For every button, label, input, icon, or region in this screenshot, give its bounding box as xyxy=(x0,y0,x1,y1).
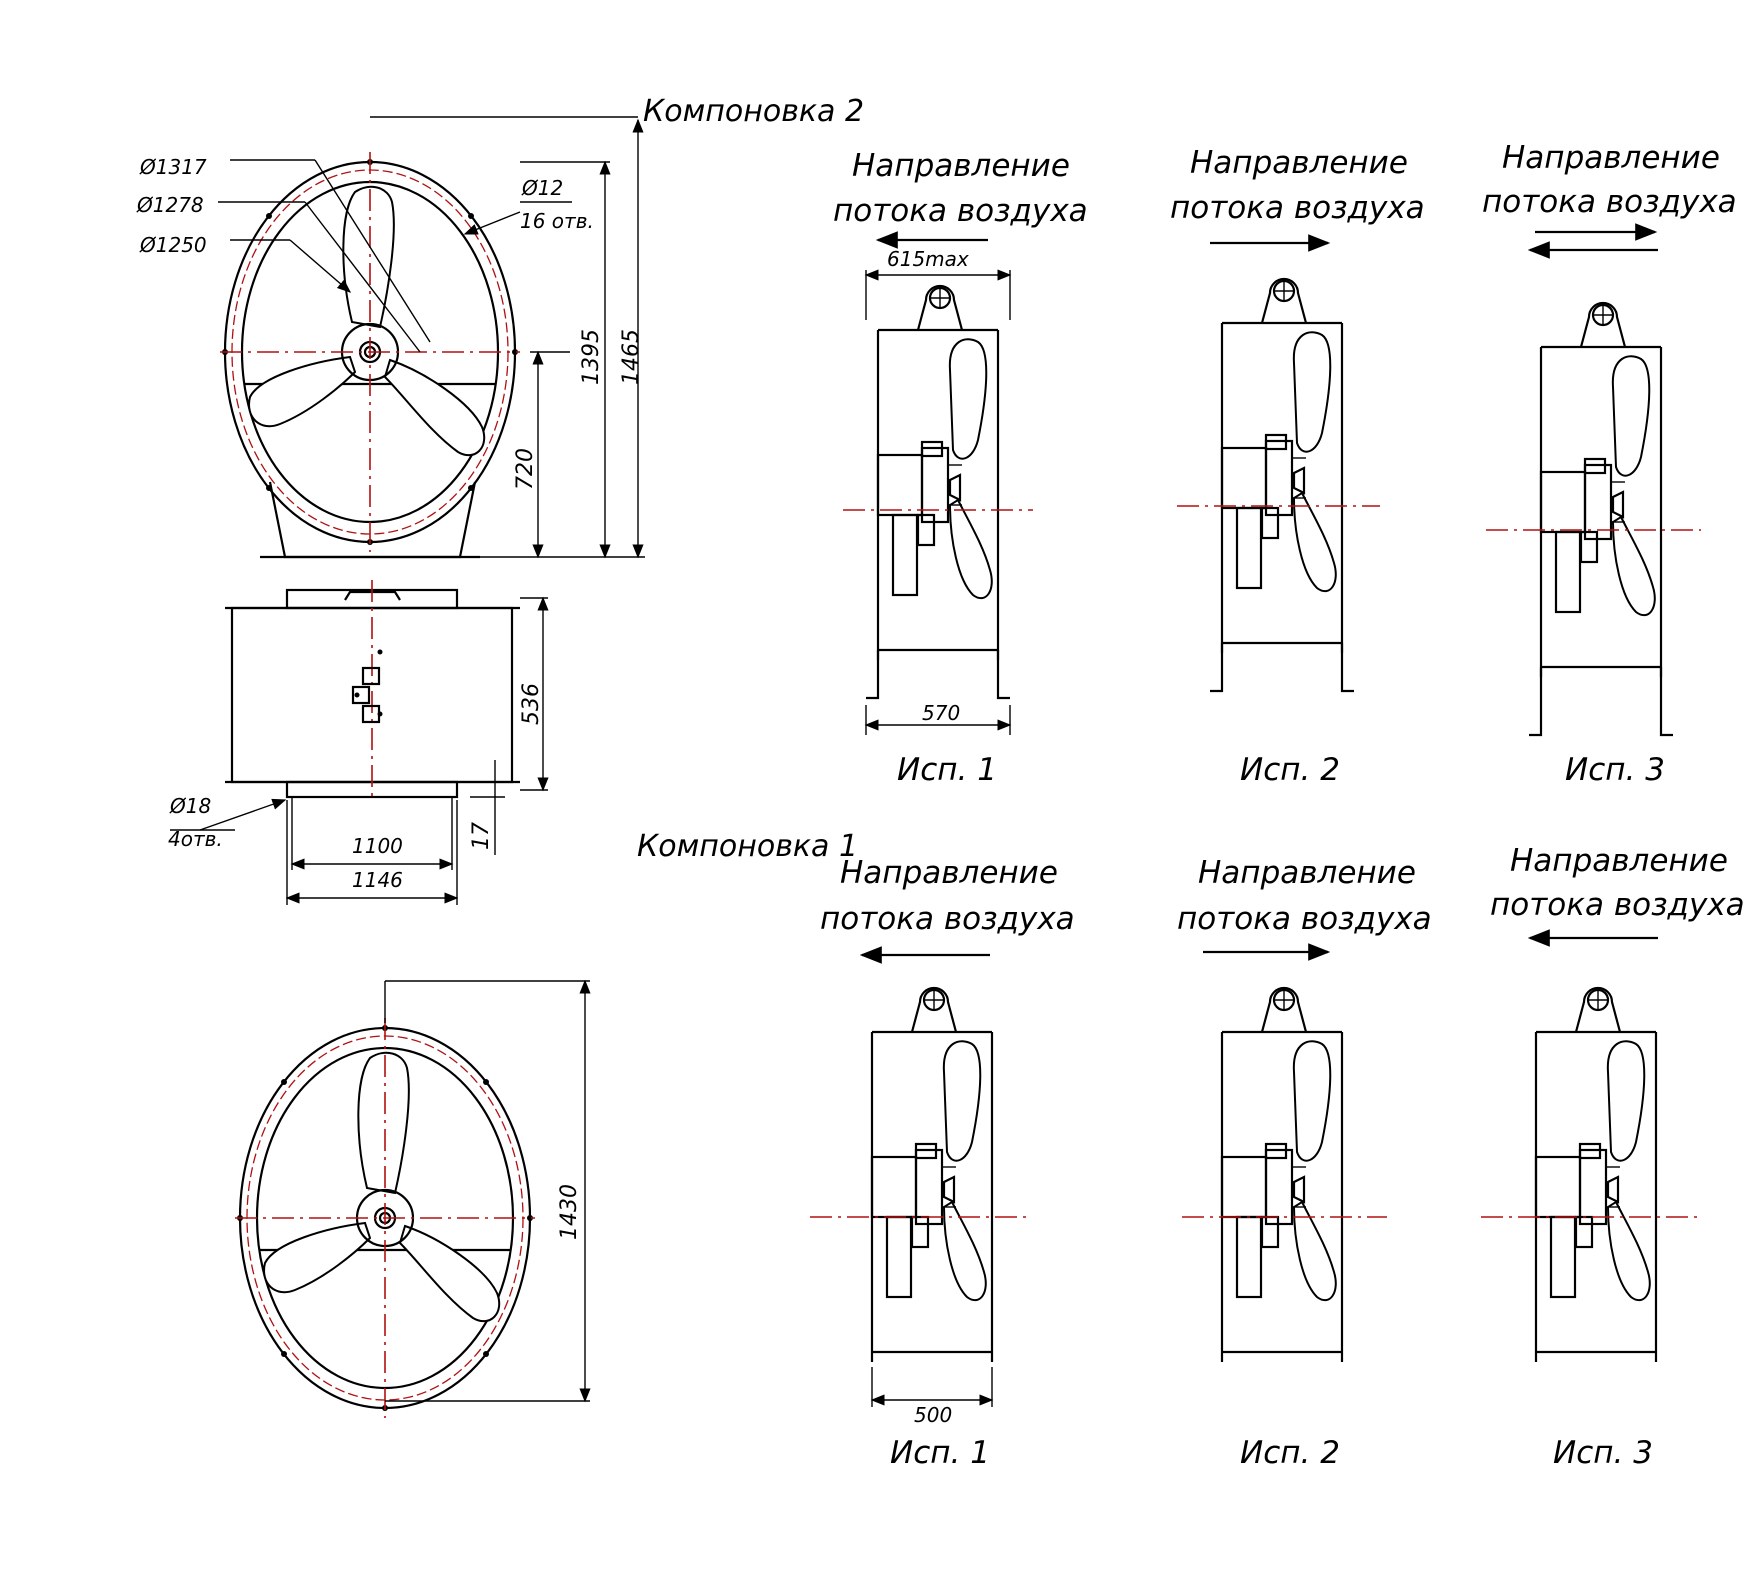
variant-caption-bottom-3: Исп. 3 xyxy=(1553,1435,1653,1471)
airflow-top1-line1: Направление xyxy=(852,148,1070,184)
dim-w500: 500 xyxy=(914,1403,952,1427)
dim-h720: 720 xyxy=(513,448,538,490)
dim-holes16: 16 отв. xyxy=(520,209,594,233)
dim-h1430: 1430 xyxy=(557,1184,582,1240)
airflow-top2-line2: потока воздуха xyxy=(1170,190,1425,226)
dim-w536: 536 xyxy=(519,683,544,725)
layout2-label: Компоновка 2 xyxy=(643,94,864,129)
variant-caption-top-3: Исп. 3 xyxy=(1565,752,1665,788)
airflow-top1-line2: потока воздуха xyxy=(833,193,1088,229)
airflow-bottom3-line2: потока воздуха xyxy=(1490,887,1745,923)
dim-h1395: 1395 xyxy=(579,329,604,385)
airflow-top3-line2: потока воздуха xyxy=(1482,184,1737,220)
variant-top-3 xyxy=(1486,301,1701,737)
variant-top-1 xyxy=(843,269,1033,735)
dim-h1465: 1465 xyxy=(619,329,644,385)
dim-w570: 570 xyxy=(922,701,960,725)
airflow-arrows xyxy=(859,223,1658,964)
variant-bottom-2 xyxy=(1182,986,1387,1364)
labels: Компоновка 2 Компоновка 1 Ø1317 Ø1278 Ø1… xyxy=(136,94,1745,1471)
dim-w1146: 1146 xyxy=(352,868,403,892)
dim-d1278: Ø1278 xyxy=(136,193,204,217)
dim-w615: 615max xyxy=(887,247,969,271)
variant-caption-bottom-2: Исп. 2 xyxy=(1240,1435,1340,1471)
dim-d1317: Ø1317 xyxy=(139,155,207,179)
variant-bottom-1 xyxy=(810,986,1032,1407)
airflow-bottom2-line1: Направление xyxy=(1198,855,1416,891)
airflow-top2-line1: Направление xyxy=(1190,145,1408,181)
airflow-bottom3-line1: Направление xyxy=(1510,843,1728,879)
variant-caption-top-1: Исп. 1 xyxy=(897,752,997,788)
variant-top-2 xyxy=(1177,277,1380,693)
dim-d18: Ø18 xyxy=(169,794,211,818)
dim-h17: 17 xyxy=(469,822,494,850)
airflow-bottom1-line1: Направление xyxy=(840,855,1058,891)
variant-caption-top-2: Исп. 2 xyxy=(1240,752,1340,788)
airflow-bottom1-line2: потока воздуха xyxy=(820,901,1075,937)
variant-caption-bottom-1: Исп. 1 xyxy=(890,1435,990,1471)
dim-holes4: 4отв. xyxy=(168,827,223,851)
dim-d12: Ø12 xyxy=(521,176,563,200)
dim-w1100: 1100 xyxy=(352,834,403,858)
variant-bottom-3 xyxy=(1481,986,1701,1364)
layout1-front-view xyxy=(233,979,591,1420)
airflow-top3-line1: Направление xyxy=(1502,140,1720,176)
layout2-front-view xyxy=(218,116,645,559)
airflow-bottom2-line2: потока воздуха xyxy=(1177,901,1432,937)
layout2-plan-view xyxy=(170,580,549,905)
layout1-label: Компоновка 1 xyxy=(637,829,858,864)
dim-d1250: Ø1250 xyxy=(139,233,207,257)
